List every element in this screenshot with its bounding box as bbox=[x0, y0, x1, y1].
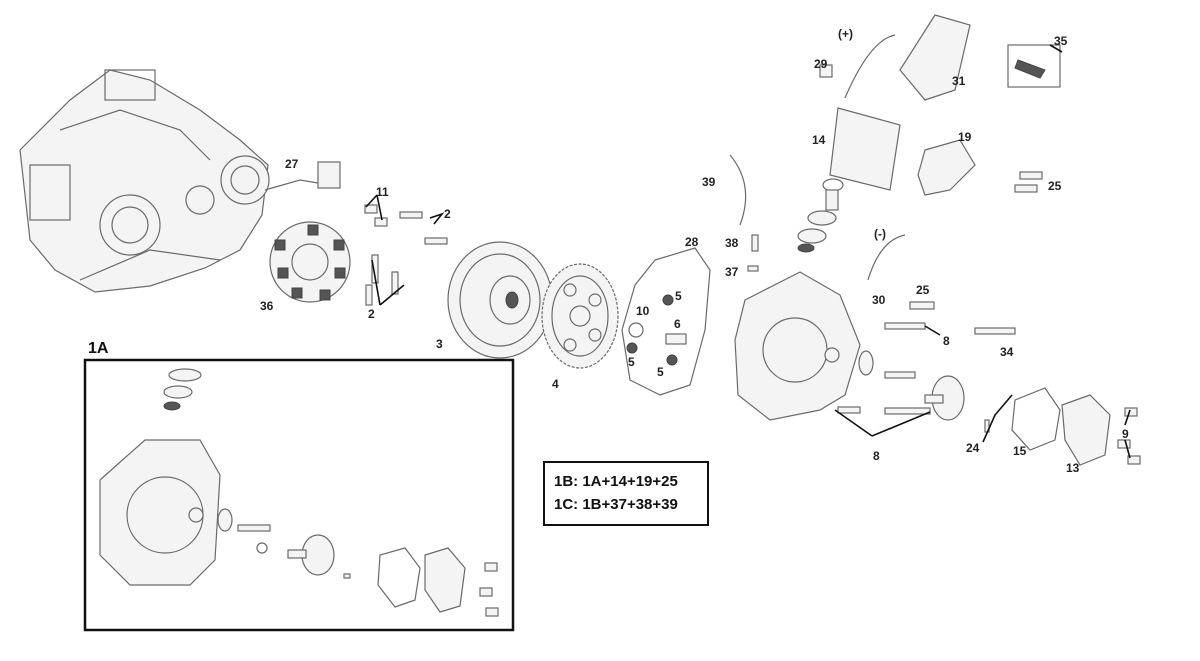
inset-title: 1A bbox=[88, 340, 109, 357]
part-label-13: 13 bbox=[1066, 461, 1080, 475]
part-label-9: 9 bbox=[1122, 427, 1129, 441]
part-label-38: 38 bbox=[725, 236, 739, 250]
part-label-3: 3 bbox=[436, 337, 443, 351]
stator-drawing bbox=[269, 221, 351, 303]
starter-gear-drawing bbox=[541, 263, 619, 369]
kit-legend-box: 1B: 1A+14+19+25 1C: 1B+37+38+39 bbox=[543, 461, 709, 526]
part-label-14: 14 bbox=[812, 133, 826, 147]
part-label-8-right: 8 bbox=[943, 334, 950, 348]
leader-lines bbox=[365, 44, 1131, 459]
part-label-35: 35 bbox=[1054, 34, 1068, 48]
kit-legend-line-1c: 1C: 1B+37+38+39 bbox=[554, 496, 678, 513]
label-negative-cable: (-) bbox=[874, 227, 886, 241]
part-label-11: 11 bbox=[376, 185, 389, 199]
right-cover-drawing bbox=[734, 234, 1141, 466]
part-label-31: 31 bbox=[952, 74, 966, 88]
part-label-2-upper: 2 bbox=[444, 207, 451, 221]
inset-1a-box bbox=[83, 358, 515, 632]
part-label-29: 29 bbox=[814, 57, 828, 71]
flywheel-drawing bbox=[447, 241, 553, 359]
part-label-27: 27 bbox=[285, 157, 299, 171]
spring-sensor-drawing bbox=[729, 154, 759, 272]
kit-legend-line-1b: 1B: 1A+14+19+25 bbox=[554, 473, 678, 490]
part-label-25-lower: 25 bbox=[916, 283, 930, 297]
part-label-5-top: 5 bbox=[675, 289, 682, 303]
part-label-4: 4 bbox=[552, 377, 559, 391]
bolts-group-left bbox=[364, 204, 448, 306]
starter-motor-drawing bbox=[797, 14, 1061, 253]
part-label-24: 24 bbox=[966, 441, 980, 455]
part-label-10: 10 bbox=[636, 304, 650, 318]
part-label-28: 28 bbox=[685, 235, 699, 249]
crankcase-drawing bbox=[19, 69, 341, 293]
part-label-25-upper: 25 bbox=[1048, 179, 1062, 193]
gasket-drawing bbox=[621, 247, 711, 396]
part-label-19: 19 bbox=[958, 130, 972, 144]
part-label-8-bottom: 8 bbox=[873, 449, 880, 463]
part-label-2-lower: 2 bbox=[368, 307, 375, 321]
part-label-5-left: 5 bbox=[628, 355, 635, 369]
part-label-34: 34 bbox=[1000, 345, 1014, 359]
part-label-37: 37 bbox=[725, 265, 739, 279]
part-label-5-bottom: 5 bbox=[657, 365, 664, 379]
part-label-39: 39 bbox=[702, 175, 716, 189]
part-label-15: 15 bbox=[1013, 444, 1027, 458]
part-label-6: 6 bbox=[674, 317, 681, 331]
label-positive-cable: (+) bbox=[838, 27, 853, 41]
part-label-36: 36 bbox=[260, 299, 274, 313]
part-label-30: 30 bbox=[872, 293, 886, 307]
